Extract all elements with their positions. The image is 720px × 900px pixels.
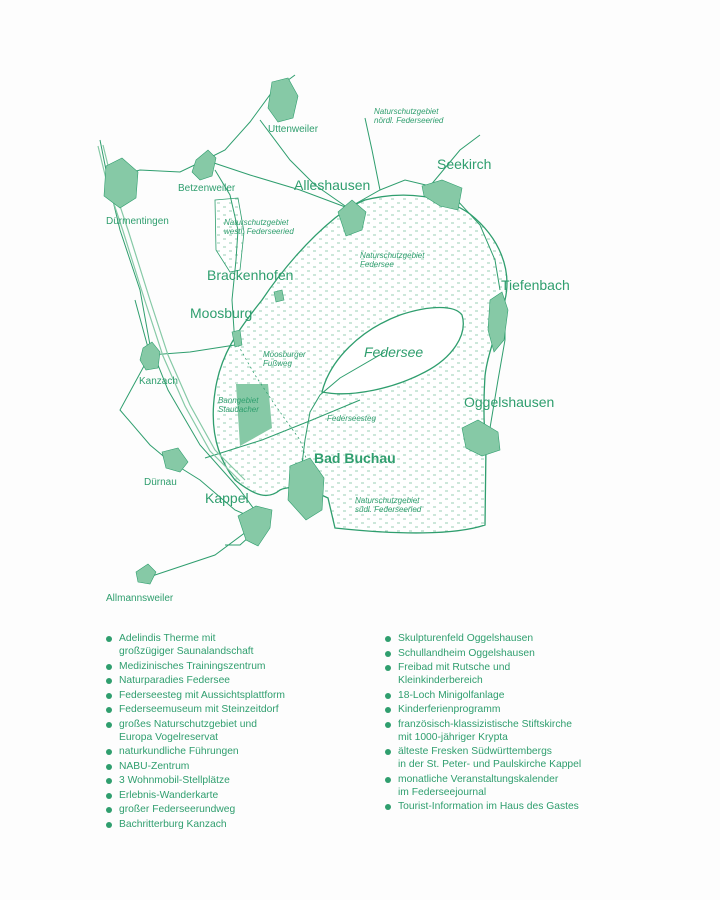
label-tiefenbach: Tiefenbach (501, 277, 570, 293)
label-duermentingen: Dürmentingen (106, 216, 169, 227)
town-bad-buchau (287, 457, 325, 521)
legend-item: Kinderferienprogramm (384, 703, 644, 716)
label-kappel: Kappel (205, 490, 249, 506)
town-allmannsweiler (135, 563, 157, 585)
legend-item: NABU-Zentrum (105, 760, 355, 773)
town-kappel (237, 505, 273, 547)
legend-item: französisch-klassizistische Stiftskirche… (384, 718, 644, 744)
label-moosburger-2: Fußweg (263, 359, 292, 368)
lake-federsee (321, 306, 464, 395)
label-kanzach: Kanzach (139, 376, 178, 387)
label-nsg-federsee-2: Federsee (360, 260, 394, 269)
label-allmannsweiler: Allmannsweiler (106, 593, 174, 604)
label-betzenweiler: Betzenweiler (178, 183, 236, 194)
legend-item: Skulpturenfeld Oggelshausen (384, 632, 644, 645)
legend-item: Federseesteg mit Aussichtsplattform (105, 689, 355, 702)
label-alleshausen: Alleshausen (294, 177, 370, 193)
label-federseesteg: Federseesteg (327, 414, 376, 423)
town-alleshausen (337, 199, 367, 237)
town-moosburg-blob (231, 329, 243, 348)
legend-item: Medizinisches Trainingszentrum (105, 660, 355, 673)
town-duermentingen (103, 157, 139, 209)
label-moosburger-1: Moosburger (263, 350, 306, 359)
town-brackenhofen-blob (273, 289, 285, 303)
moosburger-fussweg-path (237, 344, 311, 471)
label-nsg-west-2: westl. Federseeried (224, 227, 294, 236)
label-duernau: Dürnau (144, 477, 177, 488)
label-banngebiet-2: Staudacher (218, 405, 259, 414)
legend-item: 18-Loch Minigolfanlage (384, 689, 644, 702)
town-seekirch (421, 179, 463, 211)
label-moosburg: Moosburg (190, 305, 252, 321)
label-nsg-nord-2: nördl. Federseeried (374, 116, 444, 125)
label-seekirch: Seekirch (437, 156, 491, 172)
label-nsg-sued-1: Naturschutzgebiet (355, 496, 420, 505)
legend-item: 3 Wohnmobil-Stellplätze (105, 774, 355, 787)
town-betzenweiler (191, 149, 217, 181)
banngebiet-staudacher (236, 384, 272, 446)
road-network (99, 74, 506, 581)
legend-item: Bachritterburg Kanzach (105, 818, 355, 831)
federsee-map: Uttenweiler Seekirch Betzenweiler Allesh… (97, 74, 570, 604)
label-nsg-sued-2: südl. Federseeried (355, 505, 422, 514)
label-lake-federsee: Federsee (364, 344, 423, 360)
town-oggelshausen (461, 419, 501, 457)
legend-item: naturkundliche Führungen (105, 745, 355, 758)
label-banngebiet-1: Banngebiet (218, 396, 259, 405)
legend-item: großer Federseerundweg (105, 803, 355, 816)
town-duernau (161, 447, 189, 473)
label-bad-buchau: Bad Buchau (314, 450, 396, 466)
label-brackenhofen: Brackenhofen (207, 267, 293, 283)
label-nsg-nord-1: Naturschutzgebiet (374, 107, 439, 116)
legend-item: Schullandheim Oggelshausen (384, 647, 644, 660)
label-oggelshausen: Oggelshausen (464, 394, 554, 410)
legend-item: Erlebnis-Wanderkarte (105, 789, 355, 802)
town-uttenweiler (267, 77, 299, 123)
label-nsg-federsee-1: Naturschutzgebiet (360, 251, 425, 260)
legend-item: Federseemuseum mit Steinzeitdorf (105, 703, 355, 716)
label-uttenweiler: Uttenweiler (268, 124, 319, 135)
town-kanzach (139, 341, 161, 371)
legend-item: Tourist-Information im Haus des Gastes (384, 800, 644, 813)
label-nsg-west-1: Naturschutzgebiet (224, 218, 289, 227)
legend-item: Naturparadies Federsee (105, 674, 355, 687)
town-tiefenbach (487, 291, 509, 353)
legend-right-list: Skulpturenfeld Oggelshausen Schullandhei… (384, 632, 644, 815)
